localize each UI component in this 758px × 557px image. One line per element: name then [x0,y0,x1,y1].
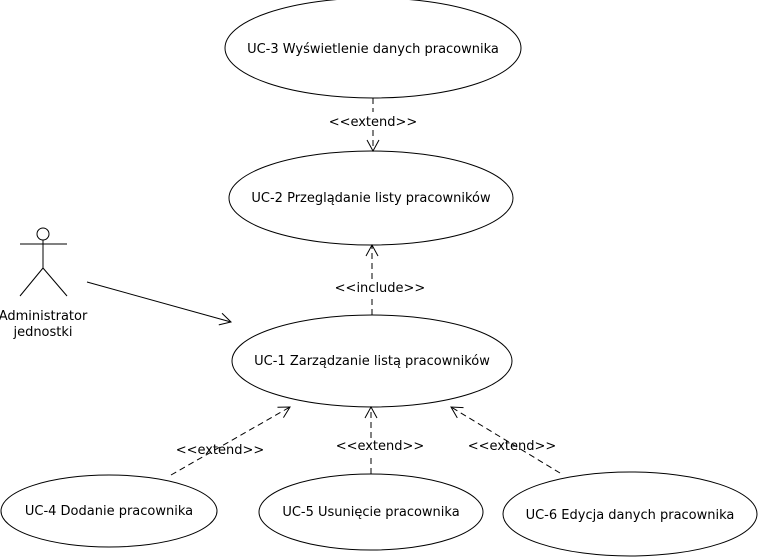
actor-head [36,227,50,241]
relation-label: <<extend>> [468,439,557,454]
use-case-label: UC-4 Dodanie pracownika [25,504,193,519]
use-case-ellipse [502,471,758,557]
use-case-uc5[interactable]: UC-5 Usunięcie pracownika [258,473,484,551]
association-actor-uc1 [86,281,233,326]
relation-uc1-uc2: <<include>> [335,243,426,315]
use-case-uc3[interactable]: UC-3 Wyświetlenie danych pracownika [224,0,522,99]
dashed-arrow [450,406,561,474]
relation-label: <<include>> [335,281,426,296]
relation-uc5-uc1: <<extend>> [336,405,425,474]
relation-uc3-uc2: <<extend>> [329,98,418,153]
actor-name-line1: Administrator [0,309,88,324]
relation-uc6-uc1: <<extend>> [450,406,561,474]
relation-label: <<extend>> [176,443,265,458]
relation-uc4-uc1: <<extend>> [170,406,291,476]
use-case-uc2[interactable]: UC-2 Przeglądanie listy pracowników [228,150,514,246]
actor-right-leg [42,267,68,297]
relation-label: <<extend>> [336,439,425,454]
use-case-uc6[interactable]: UC-6 Edycja danych pracownika [502,471,758,557]
use-case-ellipse [0,474,218,548]
use-case-label: UC-5 Usunięcie pracownika [282,505,459,520]
use-case-uc1[interactable]: UC-1 Zarządzanie listą pracowników [231,314,513,408]
use-case-label: UC-1 Zarządzanie listą pracowników [254,354,490,369]
use-case-label: UC-6 Edycja danych pracownika [526,508,735,523]
use-case-uc4[interactable]: UC-4 Dodanie pracownika [0,474,218,548]
relation-label: <<extend>> [329,115,418,130]
use-case-label: UC-2 Przeglądanie listy pracowników [251,191,491,206]
actor-administrator: Administrator jednostki [0,227,88,340]
dashed-arrow [170,406,291,476]
actor-left-leg [19,267,44,297]
use-case-label: UC-3 Wyświetlenie danych pracownika [247,42,499,57]
actor-name-line2: jednostki [12,325,72,340]
